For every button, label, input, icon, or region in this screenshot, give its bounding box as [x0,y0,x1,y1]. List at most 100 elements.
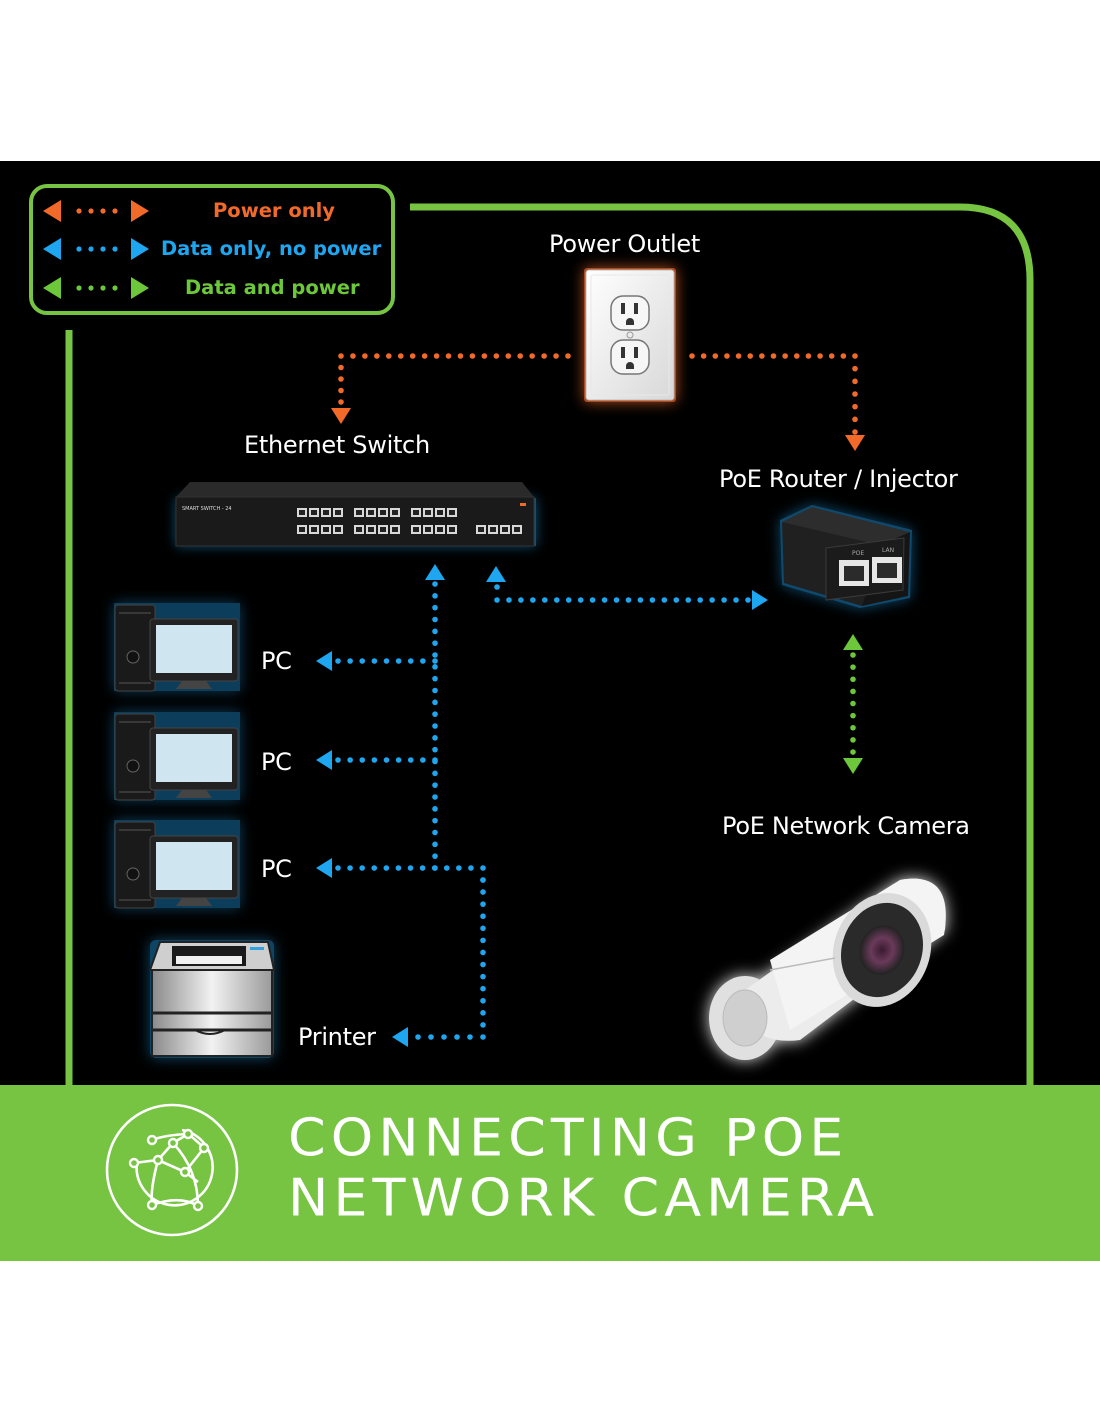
connection-dot [673,597,680,603]
connection-dot [432,757,438,763]
connection-dot [441,1034,447,1040]
lan-port-label: LAN [882,547,894,554]
connection-dot [850,664,856,670]
connection-dot [685,597,692,603]
frame-top-right [410,203,1034,1085]
data-power-arrow-icon [43,277,149,299]
connection-dot [432,699,438,706]
connection-dot [505,353,512,359]
connection-dot [432,604,438,611]
connection-dot [432,806,438,812]
connection-dot [480,949,486,956]
connection-dot [421,353,428,359]
connection-dot [553,353,559,359]
pc-icon-3 [114,820,240,909]
connection-dot [420,658,426,664]
connection-dot [371,658,378,664]
connection-dot [724,353,730,359]
connection-dot [700,353,707,359]
connection-dot [432,794,438,800]
connection-dot [420,757,426,763]
connection-dot [733,597,739,603]
connection-dot [697,597,703,603]
connection-dot [735,353,742,359]
connection-dot [518,597,524,603]
arrow-to-camera-icon [843,758,863,774]
connection-dot [480,913,486,920]
connection-dot [529,353,535,359]
connection-dot [661,597,668,603]
connection-dot [541,353,547,359]
connection-dot [850,652,856,658]
connection-dot [852,353,858,359]
ethernet-switch-label: Ethernet Switch [244,431,430,459]
connection-dot [468,865,474,871]
arrow-to-pc-3-icon [316,858,332,878]
connection-dot [625,597,632,603]
connection-dot [480,865,486,871]
connection-dot [432,711,438,717]
connection-dot [480,937,486,944]
connection-dot [359,865,365,871]
connection-dot [395,757,402,763]
connection-dot [577,597,584,603]
connection-dot [712,353,719,359]
connection-dot [432,675,438,682]
pc-label-2: PC [261,748,292,776]
connection-dot [338,376,344,382]
connection-dot [432,687,438,694]
arrow-to-pc-2-icon [316,750,332,770]
connection-dot [481,353,488,359]
connection-dot [850,749,856,755]
connection-to-pc-2 [335,757,438,763]
arrow-to-injector-icon [845,435,865,451]
connection-dot [347,658,353,664]
connection-dot [371,757,378,763]
connection-dot [721,597,727,603]
connection-dot [335,658,341,664]
connection-dot [852,365,858,372]
connection-dot [432,640,438,646]
connection-to-pc-3 [335,865,486,883]
arrow-to-switch-icon [331,408,351,424]
connection-dot [338,364,344,371]
arrow-to-printer-icon [392,1027,408,1047]
connection-dot [419,865,426,871]
connection-dot [850,724,856,731]
connection-dot [828,353,835,359]
connection-to-printer [415,877,486,1040]
connection-dot [480,997,486,1004]
connection-dot [362,353,368,359]
connection-dot [338,387,344,394]
connection-dot [374,353,380,359]
connection-dot [852,416,858,423]
connection-dot [601,597,608,603]
connection-dot [759,353,765,359]
legend: Power only Data only, no power Data and … [29,184,395,315]
connection-dot [454,1034,460,1040]
connection-dot [770,353,777,359]
connection-dot [432,817,438,824]
connection-dot [805,353,812,359]
connection-dot [432,723,438,729]
connection-dot [480,1010,486,1016]
connection-dot [407,757,414,763]
connection-dot [480,985,486,992]
connection-dot [480,889,486,895]
legend-label-power: Power only [213,199,336,222]
connection-dot [407,865,414,871]
connection-dot [745,597,751,603]
connection-dot [852,429,858,435]
pc-icon-2 [114,712,240,801]
connection-dot [432,853,438,859]
connection-dot [432,735,438,741]
connection-dot [432,658,438,664]
connection-dot [649,597,656,603]
arrow-to-injector-data-icon [752,590,768,610]
